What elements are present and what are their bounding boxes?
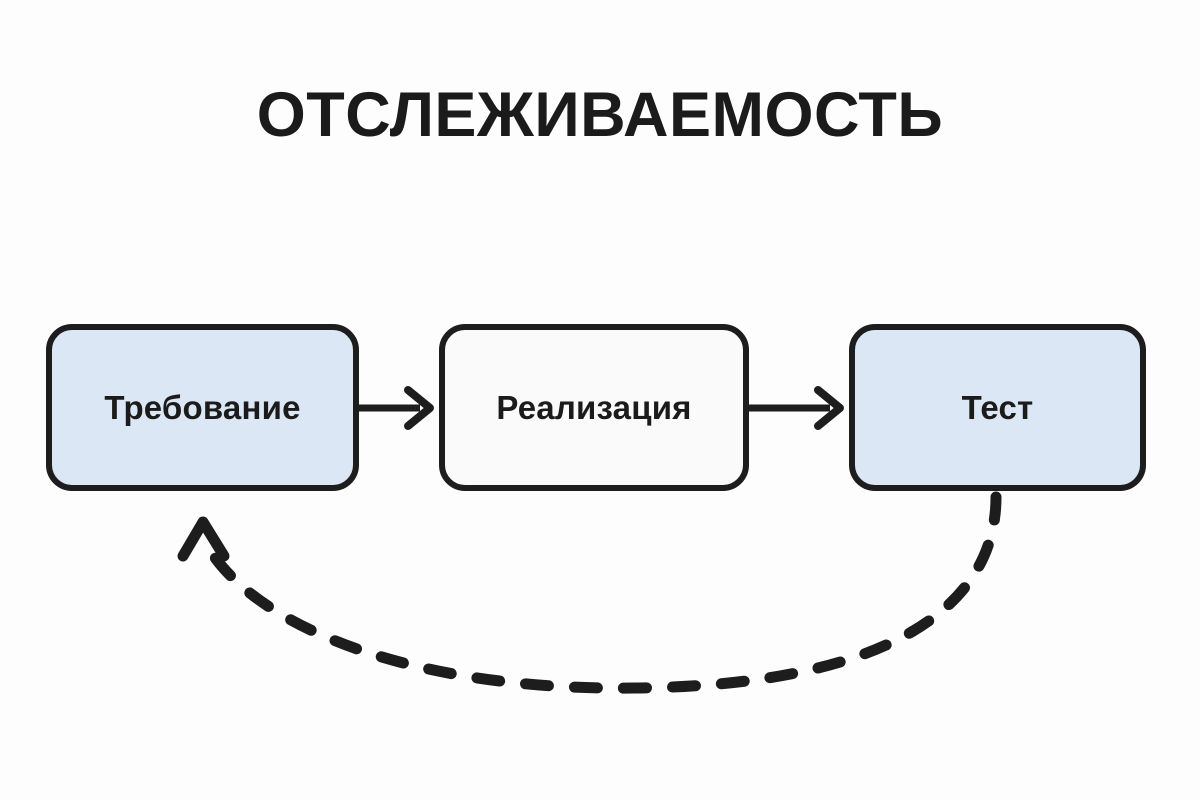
arrow-requirement-to-implementation bbox=[359, 386, 434, 430]
arrowhead-right-icon bbox=[404, 386, 434, 430]
feedback-dashed-path bbox=[198, 491, 1002, 694]
node-requirement[interactable]: Требование bbox=[46, 324, 359, 491]
node-requirement-label: Требование bbox=[104, 388, 301, 426]
arrowhead-right-icon bbox=[814, 386, 844, 430]
node-test[interactable]: Тест bbox=[849, 324, 1146, 491]
node-implementation-label: Реализация bbox=[496, 388, 692, 426]
arrow-implementation-to-test bbox=[749, 386, 844, 430]
node-implementation[interactable]: Реализация bbox=[439, 324, 749, 491]
page-title: ОТСЛЕЖИВАЕМОСТЬ bbox=[256, 80, 944, 150]
node-test-label: Тест bbox=[961, 388, 1034, 426]
arrowhead-up-icon bbox=[177, 516, 230, 562]
feedback-arrow-test-to-requirement bbox=[177, 491, 1002, 694]
